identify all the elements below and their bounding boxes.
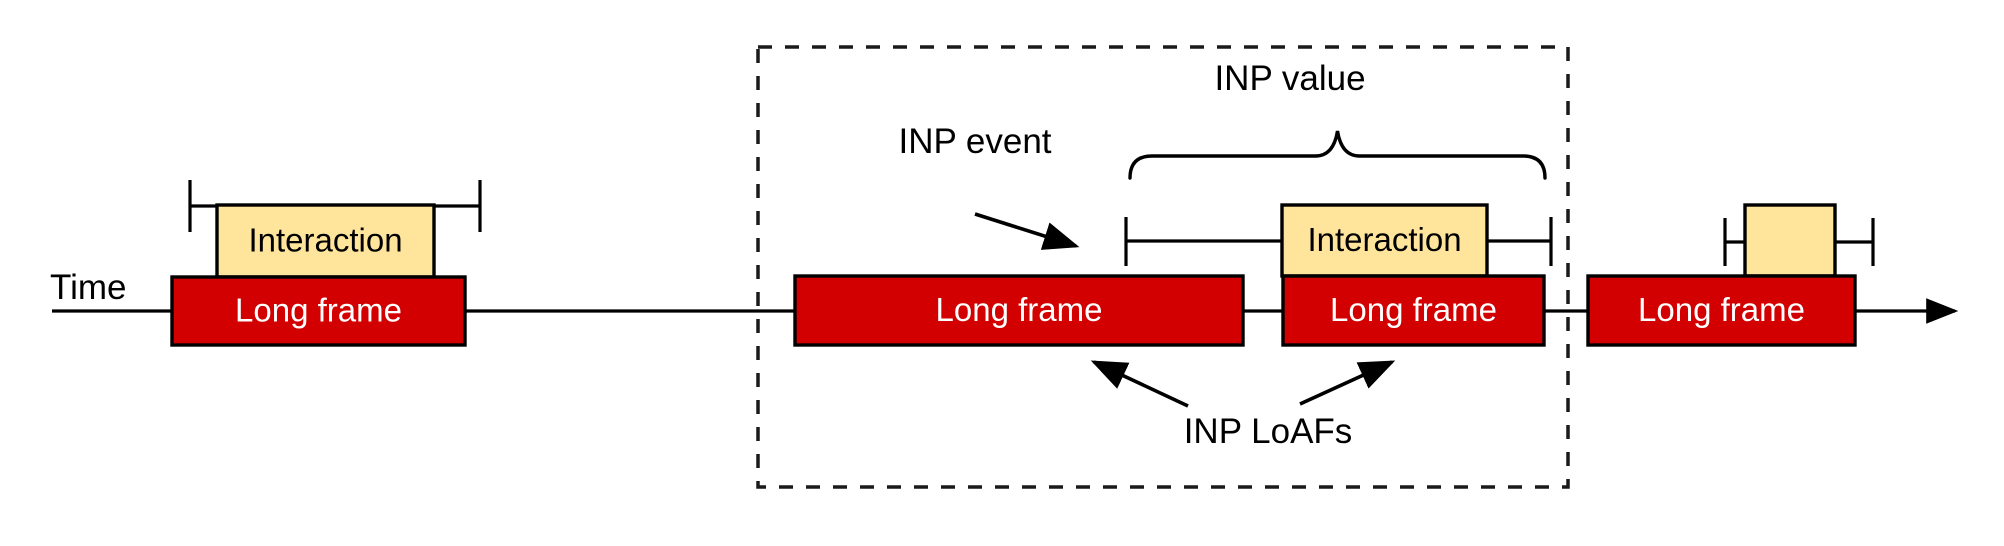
long-frame-label: Long frame <box>1638 291 1805 328</box>
inp-value-label: INP value <box>1214 59 1365 98</box>
interaction-box[interactable] <box>1743 203 1837 278</box>
long-frame-label: Long frame <box>936 291 1103 328</box>
inp-event-label: INP event <box>898 122 1051 161</box>
inp-loafs-label: INP LoAFs <box>1184 412 1353 451</box>
inp-loafs-arrow-left-icon <box>1090 360 1189 408</box>
long-frame-box[interactable] <box>1281 274 1546 347</box>
interaction-boxes-group: Interaction Interaction <box>215 203 1837 279</box>
time-axis-label: Time <box>50 268 126 307</box>
long-frames-group: Long frame Long frame Long frame Long fr… <box>170 274 1857 347</box>
interaction-box-label: Interaction <box>248 222 402 259</box>
long-frame-box[interactable] <box>1586 274 1857 347</box>
interaction-box[interactable] <box>215 203 436 279</box>
inp-attribution-dashed-region <box>756 45 1570 489</box>
long-frame-label: Long frame <box>235 292 402 329</box>
inp-event-arrow-icon <box>974 212 1080 250</box>
inp-loafs-arrow-right-icon <box>1299 360 1396 406</box>
interaction-box[interactable] <box>1280 203 1489 278</box>
long-frame-box[interactable] <box>170 275 467 347</box>
interaction-box-label: Interaction <box>1307 221 1461 258</box>
inp-value-brace <box>1128 130 1547 180</box>
measure-bars-group <box>188 180 1875 266</box>
long-frame-box[interactable] <box>793 274 1245 347</box>
long-frame-label: Long frame <box>1330 291 1497 328</box>
